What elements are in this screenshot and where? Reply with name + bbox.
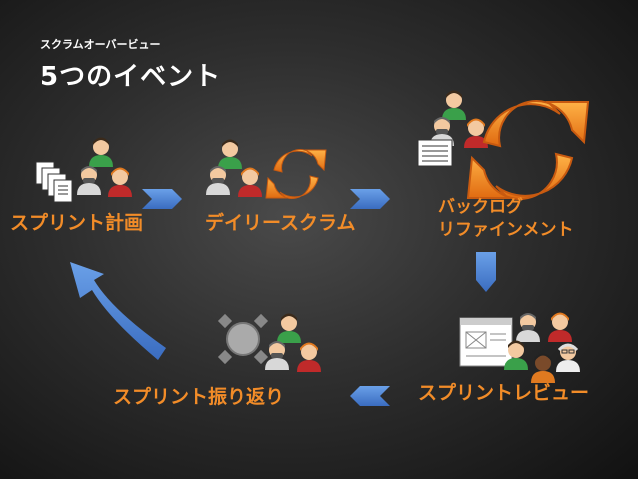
event-daily-scrum: デイリースクラム xyxy=(205,212,356,234)
browser-window-icon xyxy=(459,317,513,367)
cycle-icon xyxy=(467,100,589,200)
flow-arrow-icon xyxy=(350,386,390,406)
person-icon xyxy=(108,167,132,197)
person-icon xyxy=(206,166,230,195)
person-icon xyxy=(77,166,101,195)
person-icon xyxy=(556,343,580,372)
person-icon xyxy=(531,353,555,383)
backlog-list-icon xyxy=(417,139,453,167)
flow-arrow-icon xyxy=(476,252,496,292)
event-backlog-refinement-line1: バックログ xyxy=(438,197,523,217)
person-icon xyxy=(265,341,289,370)
event-sprint-review: スプリントレビュー xyxy=(418,382,590,404)
flow-arrow-icon xyxy=(142,189,182,209)
event-sprint-retrospective: スプリント振り返り xyxy=(113,386,285,408)
person-icon xyxy=(548,312,572,342)
documents-icon xyxy=(35,161,73,203)
round-table-icon xyxy=(217,313,269,365)
person-icon xyxy=(464,118,488,148)
person-icon xyxy=(516,313,540,342)
flow-arrow-icon xyxy=(350,189,390,209)
person-icon xyxy=(218,139,242,169)
person-icon xyxy=(89,137,113,167)
person-icon xyxy=(297,342,321,372)
return-arrow-icon xyxy=(70,262,166,360)
event-backlog-refinement-line2: リファインメント xyxy=(438,220,574,240)
page-title: 5つのイベント xyxy=(40,62,222,92)
person-icon xyxy=(238,167,262,197)
cycle-icon xyxy=(265,149,327,199)
person-icon xyxy=(442,90,466,120)
page-subtitle: スクラムオーバービュー xyxy=(40,38,161,51)
person-icon xyxy=(277,313,301,343)
event-sprint-planning: スプリント計画 xyxy=(10,212,144,234)
